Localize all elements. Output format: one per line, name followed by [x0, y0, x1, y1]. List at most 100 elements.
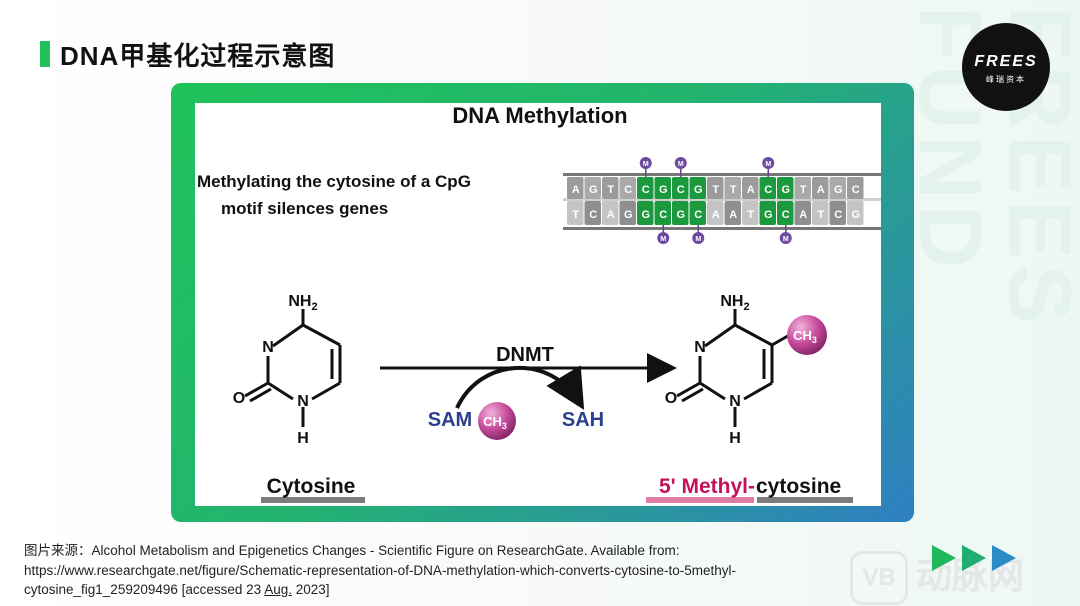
top-base-letter: T [712, 184, 719, 196]
top-base-letter: C [852, 184, 860, 196]
methyl-marker-top [762, 157, 775, 169]
top-base-block [707, 177, 724, 199]
triple-arrow-icon [932, 545, 1016, 571]
bottom-base-letter: C [834, 209, 842, 221]
bottom-base-letter: C [782, 209, 790, 221]
top-base-block [812, 177, 829, 199]
methyl-label-shadow [646, 497, 754, 503]
bottom-base-block [742, 201, 759, 225]
bottom-base-block [759, 201, 776, 225]
figure-heading: DNA Methylation [452, 103, 627, 128]
methyl-marker-bottom [692, 232, 705, 244]
top-base-letter: C [624, 184, 632, 196]
sam-ch3: CH3 [483, 414, 507, 431]
methyl-marker-letter: M [695, 236, 701, 243]
caption-line-1: Alcohol Metabolism and Epigenetics Chang… [91, 543, 680, 558]
methylcytosine-o: O [665, 390, 677, 407]
top-base-block [584, 177, 601, 199]
methyl-group-ball [787, 315, 827, 355]
bottom-base-block [602, 201, 619, 225]
methyl-marker-letter: M [678, 161, 684, 168]
bottom-base-block [672, 201, 689, 225]
bottom-base-letter: T [572, 209, 579, 221]
title-accent-bar [40, 41, 50, 67]
page-title: DNA甲基化过程示意图 [60, 41, 336, 71]
image-source-caption: 图片来源：Alcohol Metabolism and Epigenetics … [24, 541, 824, 600]
methylcytosine-n1: N [729, 393, 741, 410]
caption-prefix: 图片来源： [24, 543, 92, 558]
bottom-base-block [724, 201, 741, 225]
enzyme-label: DNMT [496, 344, 554, 366]
bottom-base-letter: A [712, 209, 720, 221]
bottom-base-block [777, 201, 794, 225]
top-base-letter: G [781, 184, 790, 196]
methyl-marker-top [639, 157, 652, 169]
frees-logo: FREES 峰瑞资本 [962, 23, 1050, 111]
caption-line-3b: 2023] [291, 582, 330, 597]
bottom-base-block [812, 201, 829, 225]
bottom-base-letter: A [729, 209, 737, 221]
bottom-base-block [654, 201, 671, 225]
methyl-group-ch3: CH3 [793, 328, 817, 345]
cytosine-label: Cytosine [267, 475, 356, 498]
logo-text: FREES [974, 53, 1038, 70]
figure-panel: DNA Methylation Methylating the cytosine… [195, 103, 881, 506]
vb-box-icon: VB [850, 551, 908, 606]
top-base-letter: A [572, 184, 580, 196]
bottom-base-letter: C [694, 209, 702, 221]
bottom-base-letter: T [747, 209, 754, 221]
methyl-marker-bottom [779, 232, 792, 244]
cytosine-structure [244, 309, 342, 427]
top-base-block [794, 177, 811, 199]
methyl-marker-letter: M [783, 236, 789, 243]
methylcytosine-h: H [729, 430, 741, 447]
top-base-letter: T [607, 184, 614, 196]
caption-line-3-underlined: Aug. [264, 582, 292, 597]
sam-methyl-ball [478, 402, 516, 440]
bottom-base-letter: G [641, 209, 650, 221]
top-base-letter: A [817, 184, 825, 196]
bottom-base-letter: A [799, 209, 807, 221]
statement-line-2: motif silences genes [221, 199, 388, 218]
logo-subtitle: 峰瑞资本 [986, 75, 1026, 84]
bottom-base-block [829, 201, 846, 225]
top-base-block [777, 177, 794, 199]
methyl-prefix-label: 5' Methyl- [659, 475, 755, 498]
top-base-block [829, 177, 846, 199]
bottom-base-letter: C [659, 209, 667, 221]
top-base-block [637, 177, 654, 199]
bottom-base-letter: T [817, 209, 824, 221]
bottom-base-block [794, 201, 811, 225]
bottom-base-letter: A [607, 209, 615, 221]
bottom-base-block [707, 201, 724, 225]
top-base-letter: C [677, 184, 685, 196]
top-base-letter: C [764, 184, 772, 196]
top-base-block [847, 177, 864, 199]
cytosine-o: O [233, 390, 245, 407]
top-base-letter: G [589, 184, 598, 196]
top-base-letter: G [659, 184, 668, 196]
top-base-letter: A [747, 184, 755, 196]
methyl-marker-bottom [657, 232, 670, 244]
top-base-letter: G [694, 184, 703, 196]
top-base-block [654, 177, 671, 199]
bottom-base-block [584, 201, 601, 225]
bottom-base-letter: G [676, 209, 685, 221]
methyl-marker-top [674, 157, 687, 169]
bottom-base-block [567, 201, 584, 225]
top-base-block [602, 177, 619, 199]
bottom-base-block [619, 201, 636, 225]
suffix-label-shadow [757, 497, 853, 503]
methyl-marker-letter: M [643, 161, 649, 168]
methyl-marker-letter: M [765, 161, 771, 168]
methylcytosine-n3: N [694, 339, 706, 356]
caption-line-2[interactable]: https://www.researchgate.net/figure/Sche… [24, 562, 737, 578]
bottom-base-letter: G [624, 209, 633, 221]
bottom-base-letter: G [764, 209, 773, 221]
cofactor-arc [455, 365, 585, 410]
methylcytosine-nh2: NH2 [720, 293, 749, 313]
top-base-block [567, 177, 584, 199]
caption-line-3a: cytosine_fig1_259209496 [accessed 23 [24, 582, 265, 597]
dna-methylation-diagram: DNA Methylation Methylating the cytosine… [197, 103, 881, 503]
cytosine-label-shadow [261, 497, 365, 503]
